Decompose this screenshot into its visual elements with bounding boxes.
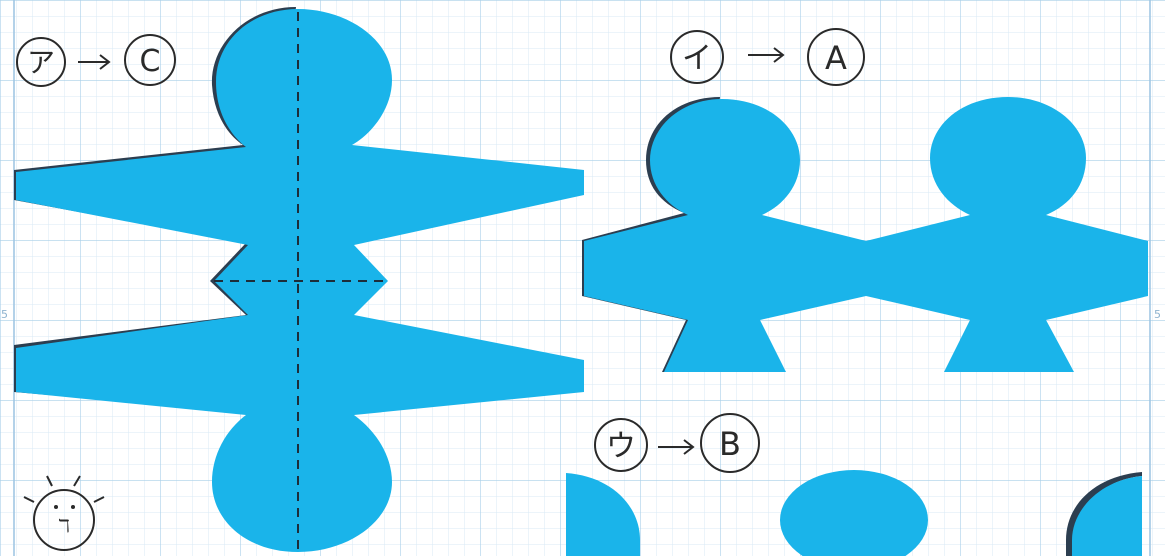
label-b-to: A [825, 39, 847, 77]
margin-number-left: 5 [1, 308, 8, 321]
label-a-from: ア [27, 46, 55, 79]
margin-number-right: 5 [1154, 308, 1161, 321]
label-c-to: B [719, 425, 741, 463]
label-a-to: C [140, 44, 161, 79]
mascot-mouth: ℸ [58, 516, 70, 537]
label-b-from: イ [682, 41, 712, 76]
label-c-from: ウ [606, 429, 636, 464]
